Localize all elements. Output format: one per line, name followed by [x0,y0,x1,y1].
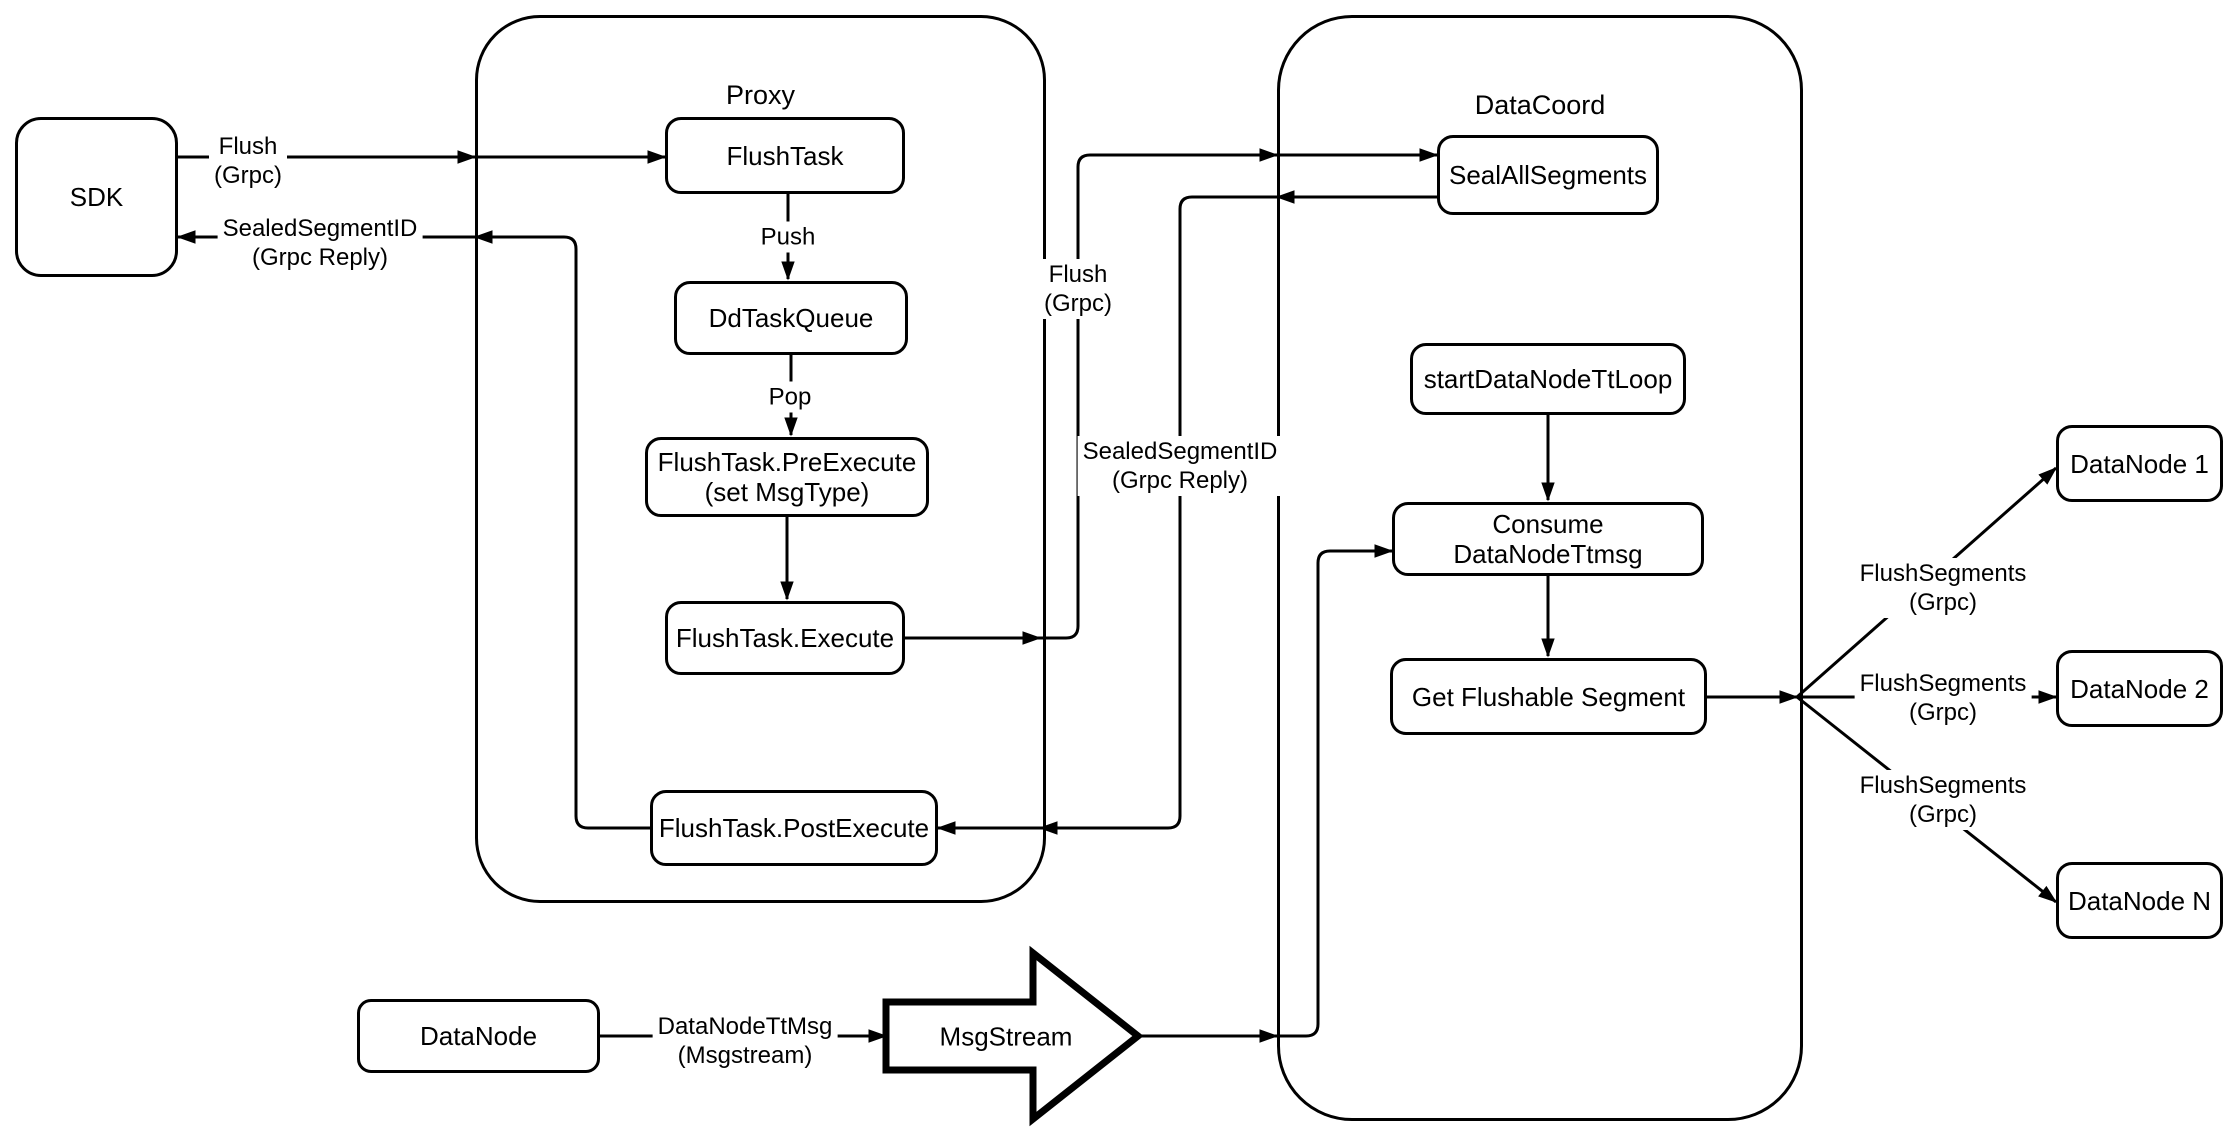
get-flushable-segment-node: Get Flushable Segment [1390,658,1707,735]
edge-label-flush-grpc-datacoord: Flush (Grpc) [1039,259,1117,319]
proxy-container: Proxy [475,15,1046,903]
edge-label-flushsegments-1: FlushSegments (Grpc) [1854,558,2032,618]
datanode-1-node: DataNode 1 [2056,425,2223,502]
flushtask-node: FlushTask [665,117,905,194]
edge-label-flush-grpc-sdk: Flush (Grpc) [209,131,287,191]
datanode-2-node: DataNode 2 [2056,650,2223,727]
edge-label-flushsegments-2: FlushSegments (Grpc) [1854,668,2032,728]
datacoord-container: DataCoord [1277,15,1803,1121]
datanode-source-node: DataNode [357,999,600,1073]
flushtask-execute-node: FlushTask.Execute [665,601,905,675]
edge-flush-grpc-to-datacoord-border [1040,148,1279,640]
edge-label-sealedsegmentid-datacoord: SealedSegmentID (Grpc Reply) [1077,436,1283,496]
datanode-n-node: DataNode N [2056,862,2223,939]
datacoord-container-title: DataCoord [1474,90,1606,120]
edge-postexecute-to-proxy-border [473,230,650,830]
sdk-node: SDK [15,117,178,277]
flushtask-preexecute-node: FlushTask.PreExecute (set MsgType) [645,437,929,517]
sealallsegments-node: SealAllSegments [1437,135,1659,215]
edge-label-datanodettmsg: DataNodeTtMsg (Msgstream) [652,1011,838,1071]
msgstream-shape-label: MsgStream [939,1021,1073,1052]
edge-sealedsegmentid-to-proxy-border [1038,195,1277,835]
startdatanodettloop-node: startDataNodeTtLoop [1410,343,1686,415]
consume-datanodettmsg-node: Consume DataNodeTtmsg [1392,502,1704,576]
edge-label-pop: Pop [763,381,817,413]
proxy-container-title: Proxy [725,80,796,110]
edge-label-sealedsegmentid-sdk: SealedSegmentID (Grpc Reply) [217,213,423,273]
edge-label-push: Push [755,221,821,253]
edge-msgstream-to-consume [1277,544,1394,1038]
ddtaskqueue-node: DdTaskQueue [674,281,908,355]
flushtask-postexecute-node: FlushTask.PostExecute [650,790,938,866]
edge-label-flushsegments-3: FlushSegments (Grpc) [1854,770,2032,830]
msgstream-arrow-shape [882,945,1144,1127]
